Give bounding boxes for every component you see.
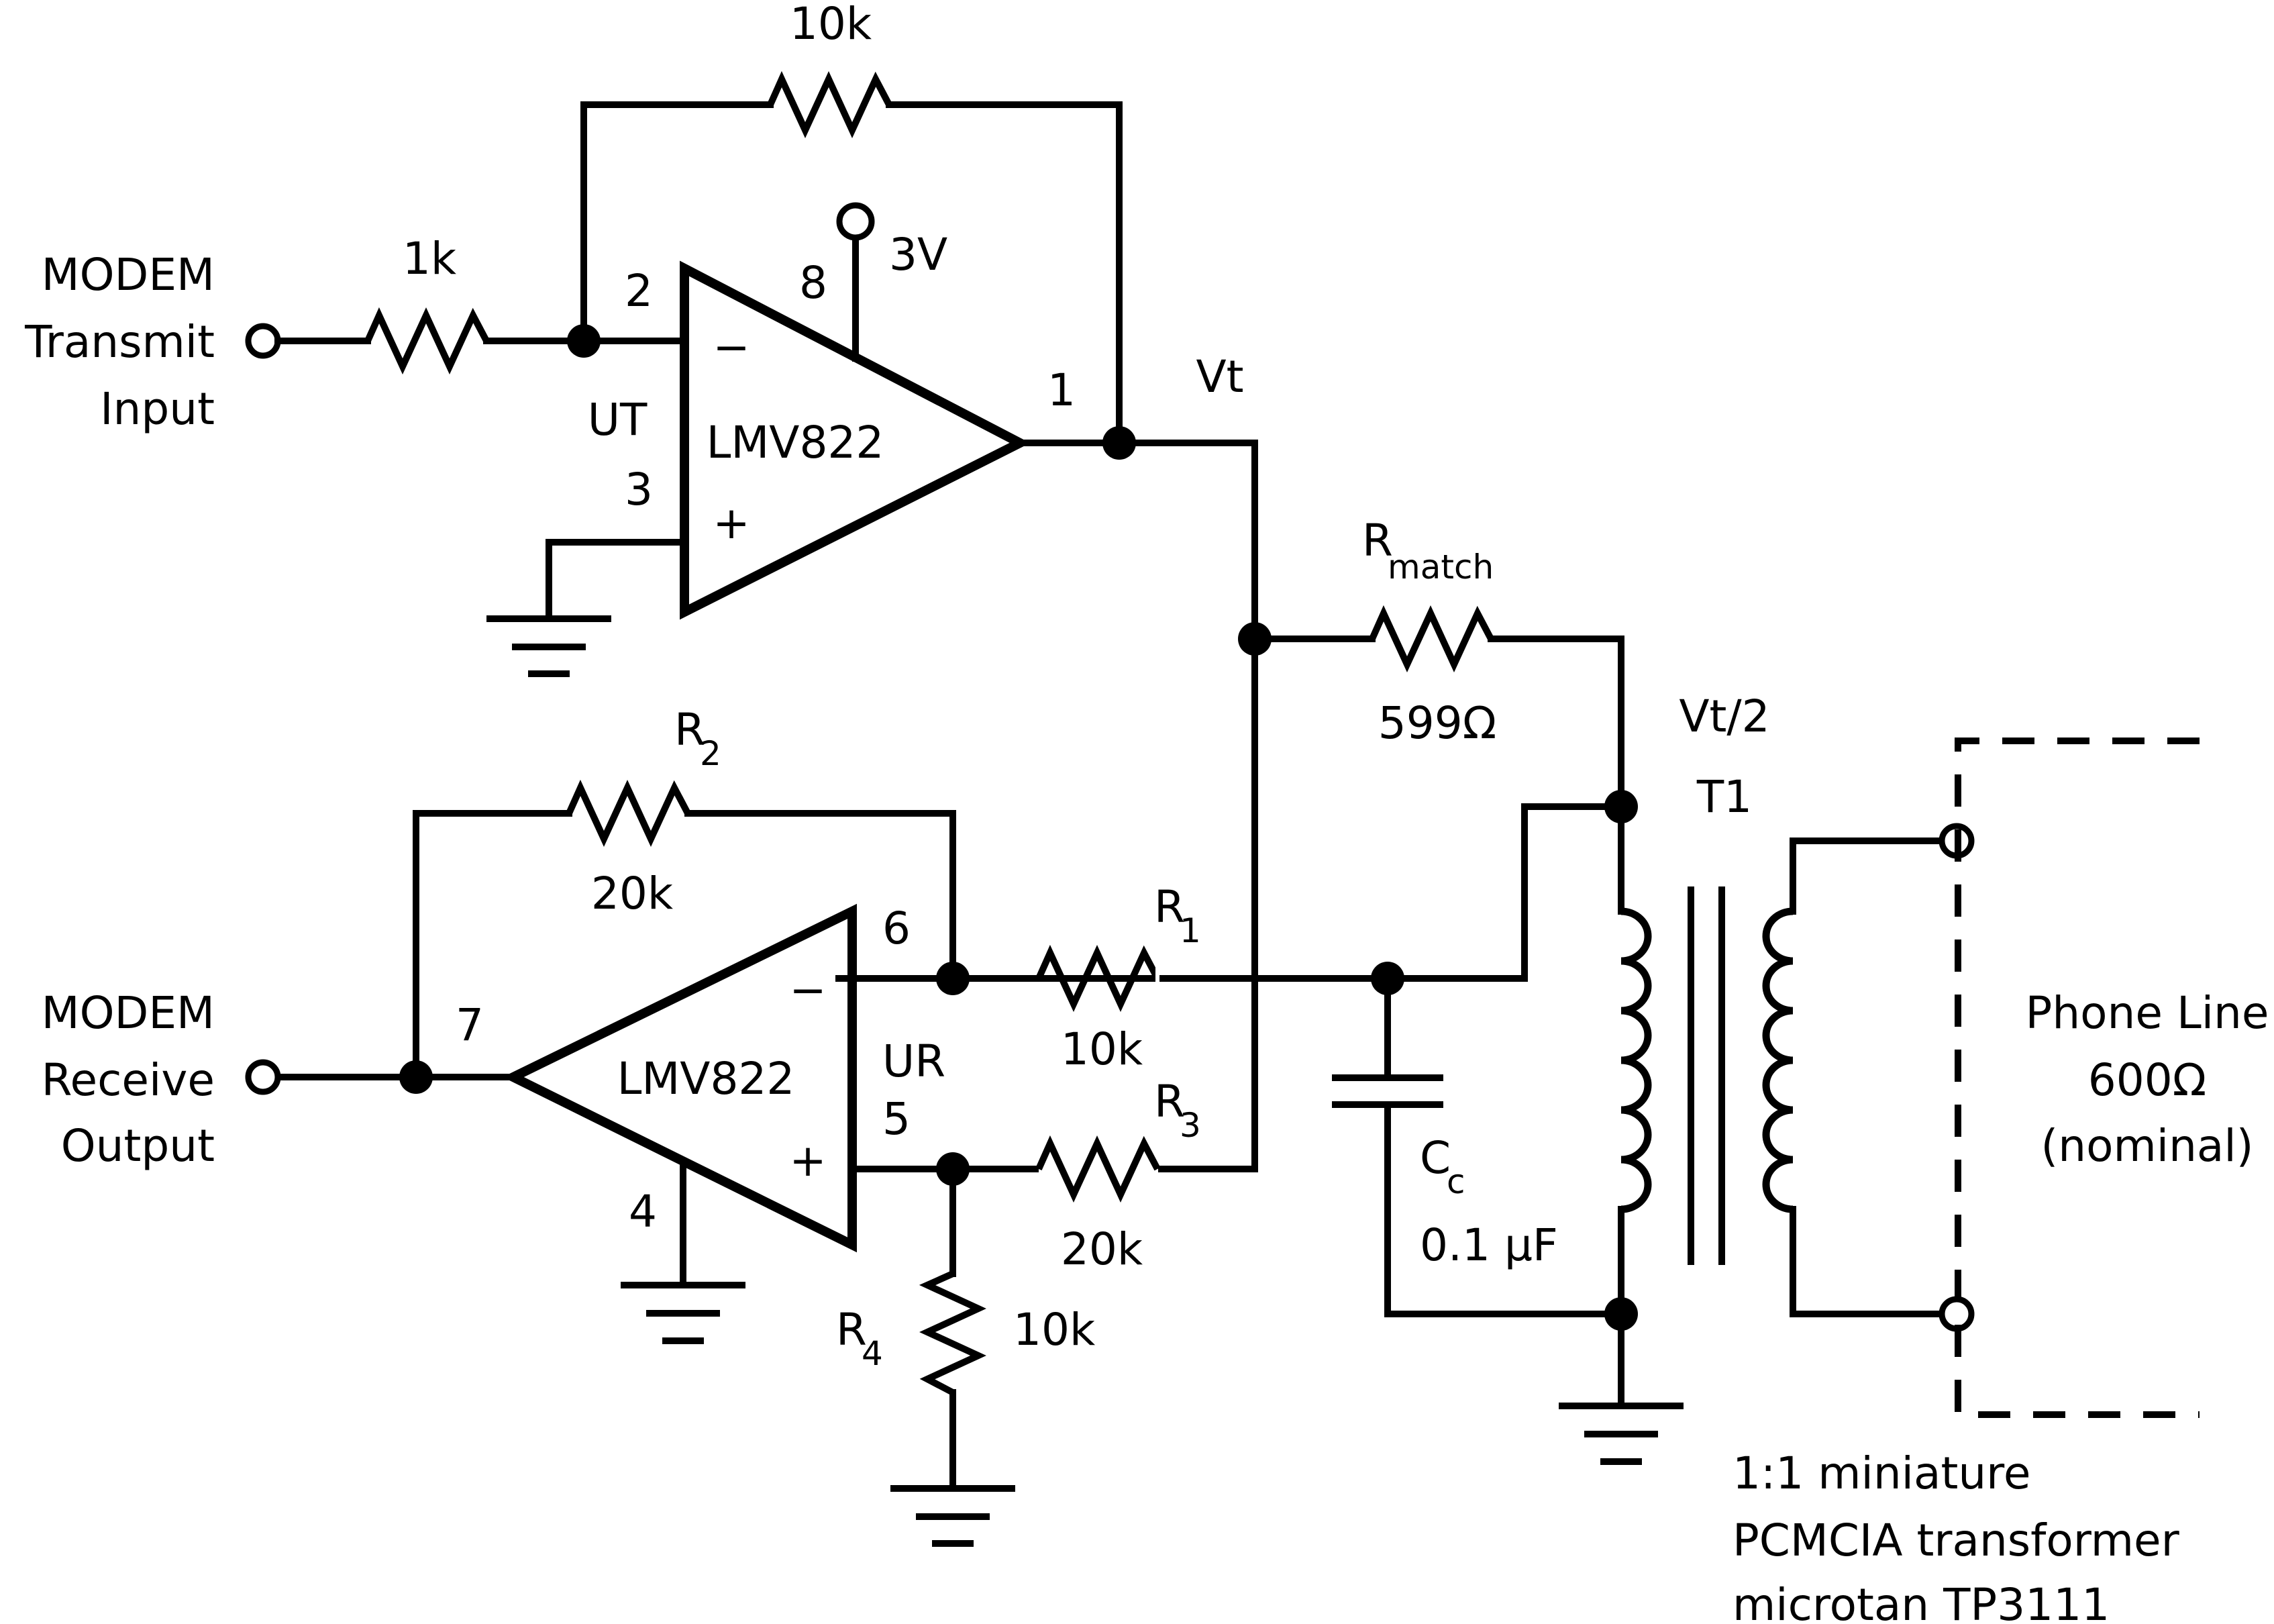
r3-value: 20k (1061, 1223, 1143, 1275)
r4-value: 10k (1013, 1304, 1096, 1356)
wire (684, 810, 956, 982)
r4-subscript: 4 (862, 1334, 883, 1373)
r3-subscript: 3 (1180, 1106, 1201, 1145)
wire (413, 810, 572, 1080)
rmatch-subscript: match (1388, 548, 1494, 587)
transformer-primary (1620, 907, 1652, 1213)
resistor-10k-label: 10k (790, 0, 872, 50)
r1-value: 10k (1061, 1023, 1143, 1075)
ur-label: UR (882, 1035, 945, 1087)
resistor-r2 (566, 779, 691, 847)
wire (1488, 636, 1624, 810)
resistor-10k-feedback (767, 70, 892, 138)
t1-label: T1 (1696, 771, 1752, 823)
junction-dot (1102, 426, 1136, 460)
r2-value: 20k (591, 868, 674, 919)
r3-label: R (1154, 1076, 1185, 1127)
wire (1790, 1206, 1960, 1317)
ut-label: UT (588, 394, 648, 446)
pin-5-label: 5 (882, 1093, 911, 1145)
vt-node: R match 599Ω Vt/2 T1 (835, 440, 1770, 1172)
rmatch-value: 599Ω (1378, 697, 1496, 749)
resistor-rmatch (1369, 605, 1494, 672)
wire (1790, 838, 1960, 915)
wire (1384, 1101, 1624, 1317)
supply-label: 3V (889, 229, 947, 281)
wire (886, 101, 1123, 446)
r4-label: R (836, 1304, 867, 1356)
phone-line-line3: (nominal) (2041, 1120, 2254, 1172)
opamp-ur-part: LMV822 (617, 1053, 795, 1105)
transformer-note-line2: PCMCIA transformer (1733, 1515, 2180, 1566)
mask (1155, 966, 1159, 991)
vt-label: Vt (1196, 351, 1243, 403)
pin-3-label: 3 (625, 464, 653, 515)
opamp-ur-plus: + (789, 1135, 826, 1186)
modem-receive-line1: MODEM (42, 987, 215, 1039)
vt2-label: Vt/2 (1679, 691, 1769, 742)
modem-transmit-line1: MODEM (42, 249, 215, 301)
r2-label: R (674, 704, 705, 756)
pin-1-label: 1 (1047, 364, 1076, 416)
junction-dot (399, 1060, 433, 1094)
resistor-r4 (919, 1270, 986, 1396)
pin-2-label: 2 (625, 265, 653, 317)
receive-output-terminal (245, 1059, 281, 1095)
modem-transmit-line3: Input (100, 383, 215, 435)
opamp-ut-plus: + (713, 497, 750, 549)
cc-label: C (1420, 1132, 1451, 1184)
r1-subscript: 1 (1180, 911, 1201, 950)
phone-line-line2: 600Ω (2088, 1054, 2206, 1106)
rmatch-label: R (1362, 515, 1393, 566)
r1-label: R (1154, 881, 1185, 933)
cc-subscript: c (1447, 1162, 1465, 1201)
phone-line-terminal-bottom (1939, 1296, 1975, 1332)
opamp-ur-minus: − (789, 964, 826, 1016)
resistor-r3 (1035, 1135, 1161, 1203)
transformer-note-line3: microtan TP3111 (1733, 1579, 2110, 1624)
pin-4-label: 4 (629, 1186, 657, 1237)
phone-line-box (1955, 738, 2200, 1418)
transmit-stage: MODEM Transmit Input 1k 10k 3V 2 8 1 3 U… (24, 0, 1258, 677)
transformer-secondary (1762, 907, 1794, 1213)
pin-6-label: 6 (882, 903, 911, 954)
wire (580, 101, 774, 344)
phone-line-line1: Phone Line (2026, 987, 2269, 1039)
modem-receive-line2: Receive (42, 1054, 215, 1106)
wire (835, 803, 1624, 982)
resistor-1k (364, 307, 490, 374)
modem-receive-line3: Output (61, 1120, 215, 1172)
transformer-note-line1: 1:1 miniature (1733, 1448, 2030, 1499)
modem-transmit-line2: Transmit (24, 316, 215, 368)
transmit-input-terminal (245, 323, 281, 359)
opamp-ut-minus: − (713, 321, 750, 373)
receive-stage: MODEM Receive Output R 2 20k 6 7 5 4 UR … (42, 704, 1201, 1547)
resistor-1k-label: 1k (403, 233, 457, 285)
r2-subscript: 2 (700, 734, 721, 773)
cc-value: 0.1 μF (1420, 1219, 1558, 1271)
pin-7-label: 7 (456, 999, 484, 1051)
opamp-ut-part: LMV822 (707, 417, 884, 468)
resistor-r1 (1035, 944, 1161, 1012)
supply-terminal (836, 202, 875, 241)
pin-8-label: 8 (799, 257, 827, 309)
line-interface: C c 0.1 μF Phone Line 600Ω (nominal) 1:1… (1332, 738, 2269, 1624)
wire (546, 539, 688, 615)
